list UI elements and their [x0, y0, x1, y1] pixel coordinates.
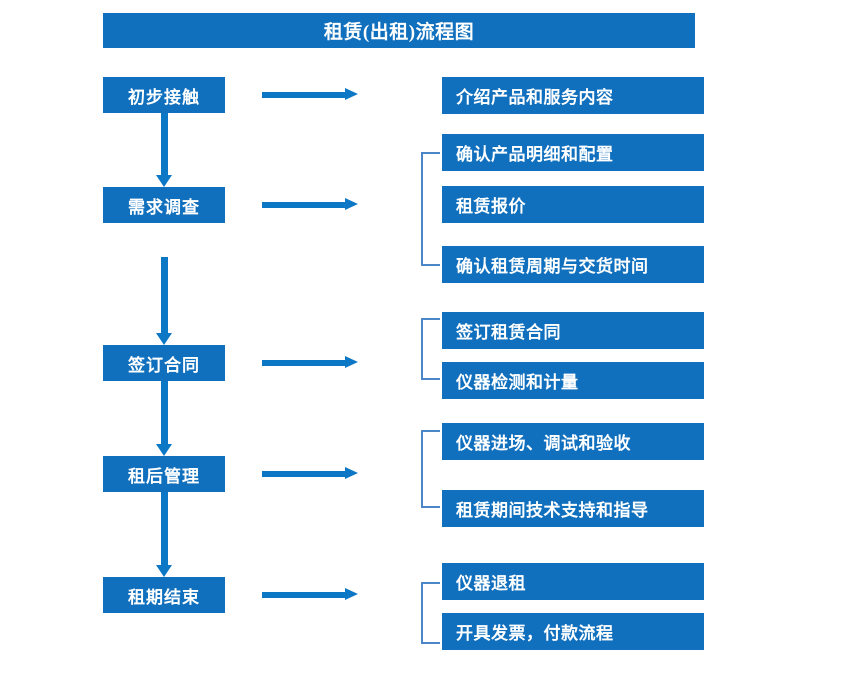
detail-box-instrument-test[interactable]: 仪器检测和计量 — [442, 362, 704, 399]
page-title: 租赁(出租)流程图 — [103, 13, 695, 48]
down-arrow-icon-3 — [156, 381, 172, 456]
right-arrow-icon-4 — [262, 467, 358, 480]
detail-box-instrument-return[interactable]: 仪器退租 — [442, 563, 704, 600]
group-bracket-lease-end — [421, 582, 440, 644]
group-bracket-demand-survey — [421, 152, 440, 266]
detail-box-confirm-spec[interactable]: 确认产品明细和配置 — [442, 134, 704, 171]
group-bracket-sign-contract — [421, 318, 440, 380]
detail-box-introduce-products[interactable]: 介绍产品和服务内容 — [442, 77, 704, 114]
down-arrow-icon-1 — [156, 113, 172, 187]
right-arrow-icon-1 — [262, 88, 358, 101]
group-bracket-post-lease-mgmt — [421, 430, 440, 508]
stage-box-lease-end[interactable]: 租期结束 — [103, 577, 225, 613]
detail-box-instrument-onsite[interactable]: 仪器进场、调试和验收 — [442, 423, 704, 460]
right-arrow-icon-2 — [262, 198, 358, 211]
detail-box-confirm-period[interactable]: 确认租赁周期与交货时间 — [442, 246, 704, 283]
detail-box-sign-lease-contract[interactable]: 签订租赁合同 — [442, 312, 704, 349]
right-arrow-icon-5 — [262, 588, 358, 601]
stage-box-demand-survey[interactable]: 需求调查 — [103, 187, 225, 223]
stage-box-sign-contract[interactable]: 签订合同 — [103, 345, 225, 381]
stage-box-post-lease-mgmt[interactable]: 租后管理 — [103, 456, 225, 492]
down-arrow-icon-2 — [156, 257, 172, 345]
down-arrow-icon-4 — [156, 492, 172, 577]
detail-box-lease-quotation[interactable]: 租赁报价 — [442, 186, 704, 223]
stage-box-initial-contact[interactable]: 初步接触 — [103, 77, 225, 113]
detail-box-invoice-payment[interactable]: 开具发票，付款流程 — [442, 613, 704, 650]
right-arrow-icon-3 — [262, 356, 358, 369]
detail-box-tech-support[interactable]: 租赁期间技术支持和指导 — [442, 490, 704, 527]
